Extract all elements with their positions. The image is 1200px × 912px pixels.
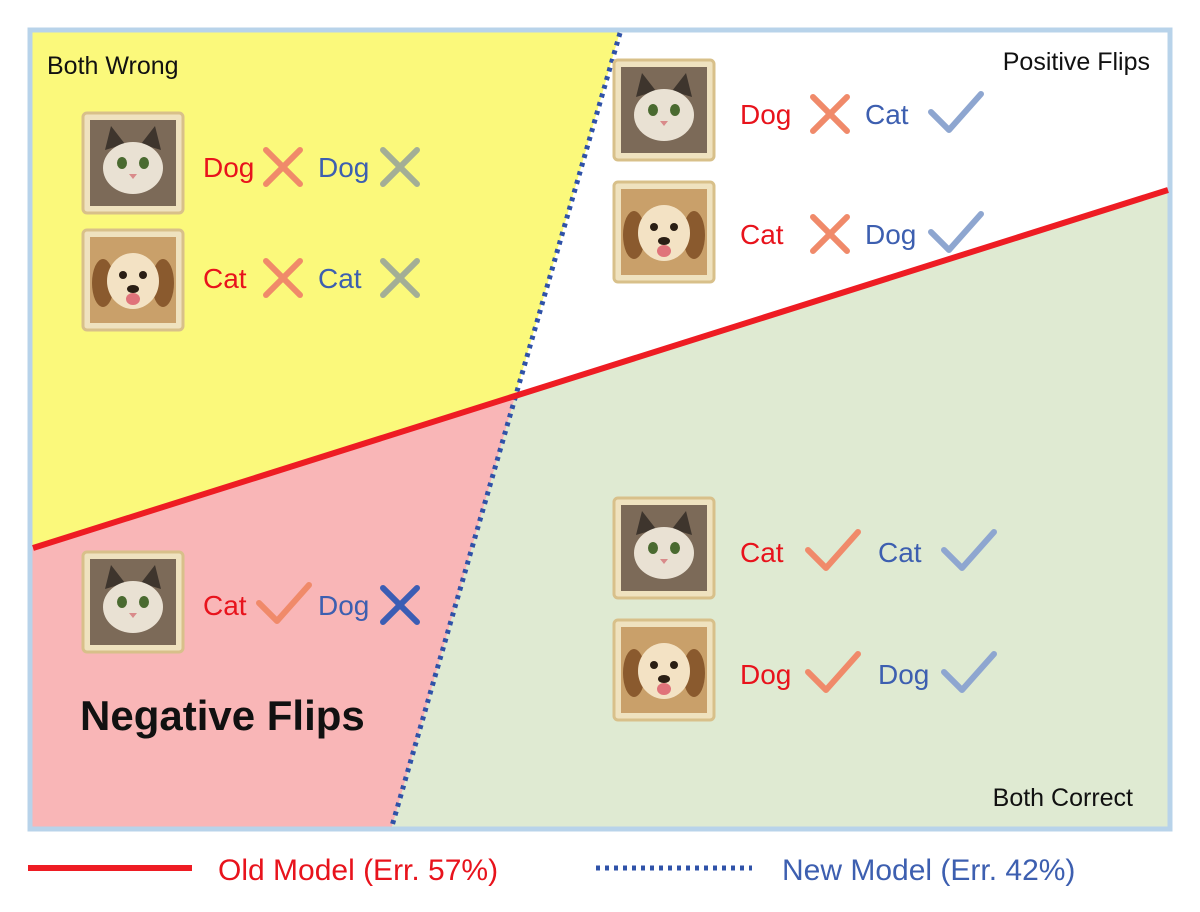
old-model-cross-icon (810, 94, 850, 134)
legend-old-model-label: Old Model (Err. 57%) (218, 854, 498, 887)
old-model-prediction: Cat (203, 263, 247, 294)
diagram-frame (27, 27, 1173, 832)
old-model-prediction: Cat (203, 590, 247, 621)
old-model-check-icon (256, 582, 312, 624)
cat-photo-thumbnail (81, 550, 185, 654)
region-label-both-correct: Both Correct (993, 784, 1133, 812)
region-both-correct (392, 190, 1168, 827)
dog-photo-thumbnail (612, 618, 716, 722)
sample-row-correct-1: Cat Cat (612, 496, 997, 600)
old-model-cross-icon (810, 214, 850, 254)
old-model-cross-icon (263, 147, 303, 187)
new-model-check-icon (928, 91, 984, 133)
new-model-prediction: Cat (865, 99, 909, 130)
old-model-prediction: Cat (740, 537, 784, 568)
new-model-prediction: Dog (318, 590, 369, 621)
legend: Old Model (Err. 57%) New Model (Err. 42%… (28, 854, 1075, 887)
old-model-prediction: Cat (740, 219, 784, 250)
old-model-cross-icon (263, 258, 303, 298)
cat-photo-thumbnail (612, 496, 716, 600)
sample-row-wrong-1: Dog Dog (81, 111, 420, 215)
new-model-prediction: Dog (865, 219, 916, 250)
new-model-cross-icon (380, 258, 420, 298)
new-model-prediction: Dog (318, 152, 369, 183)
sample-row-wrong-2: Cat Cat (81, 228, 420, 332)
sample-row-neg-1: Cat Dog (81, 550, 420, 654)
old-model-check-icon (805, 651, 861, 693)
old-model-prediction: Dog (203, 152, 254, 183)
sample-row-pos-1: Dog Cat (612, 58, 984, 162)
region-label-both-wrong: Both Wrong (47, 52, 179, 80)
sample-row-correct-2: Dog Dog (612, 618, 997, 722)
new-model-check-icon (928, 211, 984, 253)
new-model-check-icon (941, 529, 997, 571)
region-label-positive-flips: Positive Flips (1003, 48, 1150, 76)
old-model-boundary (32, 187, 1169, 551)
new-model-cross-icon (380, 147, 420, 187)
legend-new-model-label: New Model (Err. 42%) (782, 854, 1075, 887)
region-negative-flips (32, 397, 515, 827)
new-model-prediction: Cat (878, 537, 922, 568)
new-model-prediction: Dog (878, 659, 929, 690)
dog-photo-thumbnail (81, 228, 185, 332)
cat-photo-thumbnail (612, 58, 716, 162)
old-model-prediction: Dog (740, 99, 791, 130)
new-model-cross-icon (380, 585, 420, 625)
sample-row-pos-2: Cat Dog (612, 180, 984, 284)
cat-photo-thumbnail (81, 111, 185, 215)
region-label-negative-flips: Negative Flips (80, 692, 365, 739)
old-model-prediction: Dog (740, 659, 791, 690)
new-model-boundary (389, 32, 623, 827)
new-model-check-icon (941, 651, 997, 693)
old-model-check-icon (805, 529, 861, 571)
new-model-prediction: Cat (318, 263, 362, 294)
dog-photo-thumbnail (612, 180, 716, 284)
